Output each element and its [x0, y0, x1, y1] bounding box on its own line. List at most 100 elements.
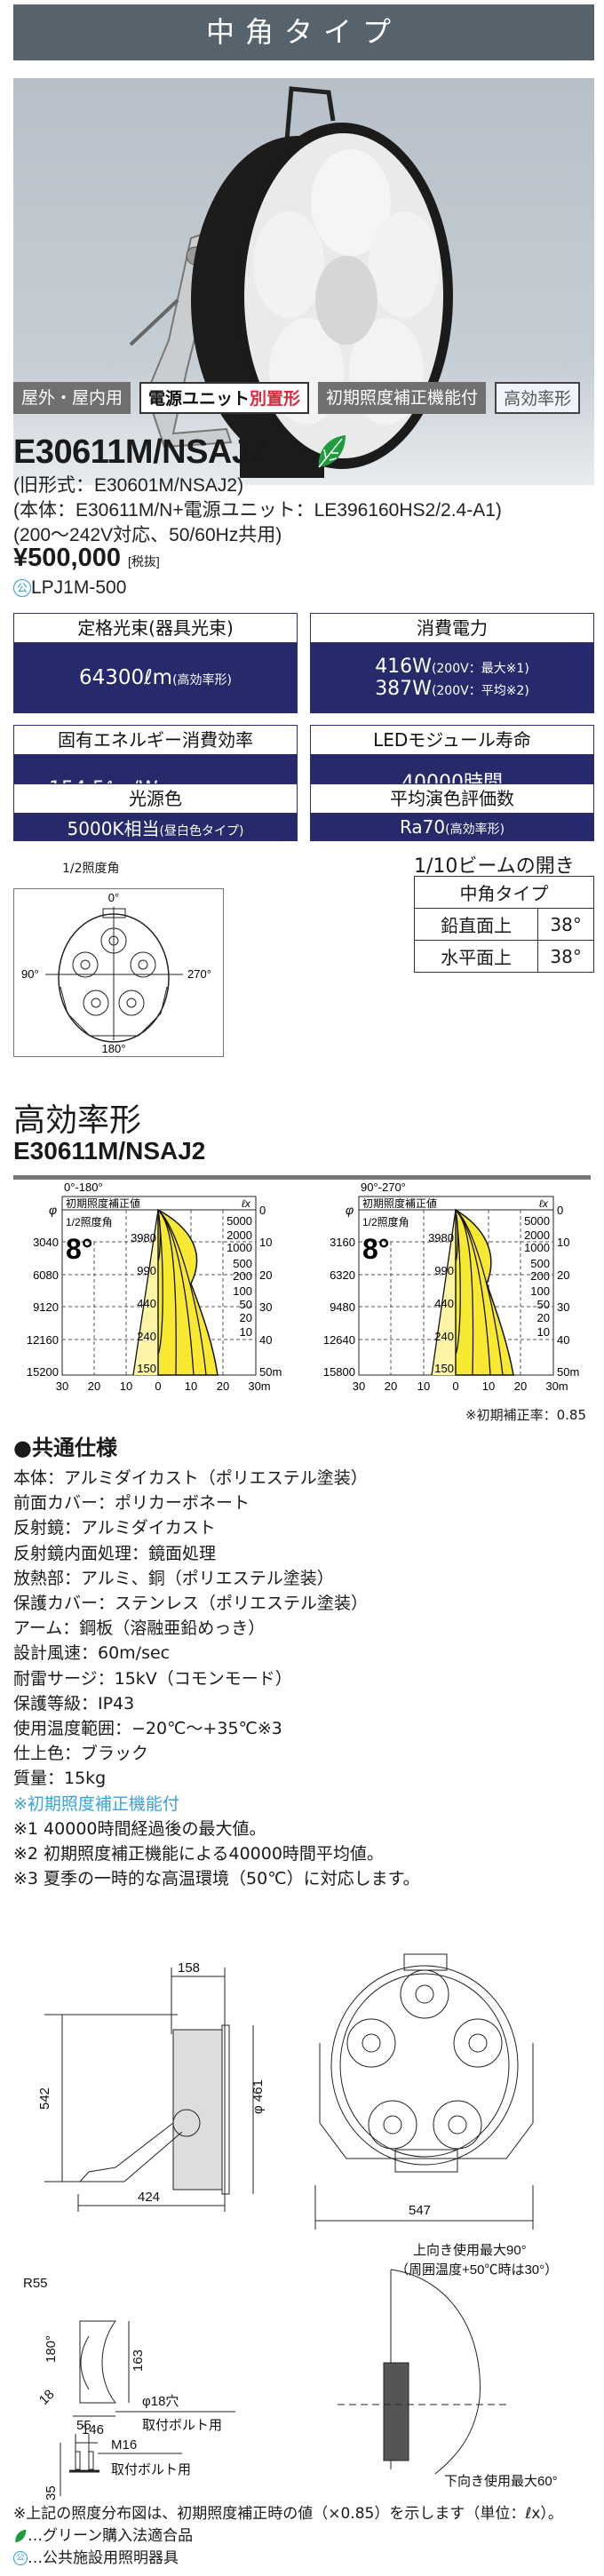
svg-text:20: 20: [240, 1311, 252, 1324]
svg-text:3040: 3040: [33, 1236, 59, 1249]
chart-title: 90°-270°: [361, 1181, 406, 1194]
tenth-beam-header: 中角タイプ: [414, 876, 594, 909]
spec-value: Ra70(高効率形): [311, 814, 593, 840]
tenth-beam-title: 1/10ビームの開き: [414, 855, 575, 878]
svg-text:990: 990: [137, 1264, 156, 1277]
svg-text:5000: 5000: [226, 1214, 252, 1228]
svg-text:20: 20: [88, 1379, 100, 1393]
chart-unit: ℓx: [539, 1197, 549, 1210]
svg-text:0: 0: [155, 1379, 161, 1393]
chart-unit: ℓx: [242, 1197, 251, 1210]
svg-text:40: 40: [259, 1333, 272, 1347]
spec-item: 反射鏡内面処理：鏡面処理: [13, 1543, 217, 1563]
svg-text:0: 0: [259, 1204, 266, 1217]
hole-note: 取付ボルト用: [142, 2418, 222, 2433]
svg-text:500: 500: [233, 1257, 252, 1270]
svg-text:240: 240: [137, 1330, 156, 1343]
half-angle-label: 1/2照度角: [362, 1215, 409, 1228]
svg-text:6080: 6080: [33, 1268, 59, 1282]
svg-text:240: 240: [434, 1330, 454, 1343]
svg-text:12640: 12640: [323, 1333, 355, 1347]
row-value: 38°: [537, 908, 594, 941]
power-avg: 387W: [375, 678, 432, 700]
svg-text:15200: 15200: [27, 1365, 59, 1379]
svg-text:20: 20: [259, 1268, 272, 1282]
spec-light-color: 光源色 5000K相当(昼白色タイプ): [13, 783, 298, 841]
dim-146: 146: [82, 2422, 104, 2437]
spec-label: LEDモジュール寿命: [311, 726, 593, 755]
dim-163: 163: [131, 2349, 146, 2372]
section-title: 高効率形: [13, 1101, 142, 1138]
badge-separate-power-unit: 電源ユニット別置形: [139, 382, 310, 414]
tilt-up-label: 上向き使用最大90°: [413, 2243, 527, 2258]
spec-value-note: (昼白色タイプ): [159, 823, 244, 839]
tilt-up-note: （周囲温度+50℃時は30°）: [395, 2262, 558, 2278]
row-value: 38°: [537, 940, 594, 973]
legend-public-text: …公共施設用照明器具: [28, 2549, 179, 2567]
price-value: ¥500,000: [13, 544, 121, 572]
spec-value-main: 5000K相当: [67, 817, 160, 839]
phi-symbol: φ: [49, 1203, 57, 1217]
spec-value-main: Ra70: [399, 816, 446, 838]
spec-item: 本体：アルミダイカスト（ポリエステル塗装）: [13, 1468, 368, 1488]
spec-item: 質量：15kg: [13, 1769, 107, 1789]
dim-hole: φ18穴: [142, 2394, 179, 2409]
svg-text:150: 150: [434, 1362, 454, 1375]
product-photo: [13, 78, 594, 485]
svg-text:2000: 2000: [524, 1228, 550, 1242]
svg-text:100: 100: [530, 1284, 550, 1298]
svg-text:10: 10: [557, 1236, 569, 1249]
svg-text:20: 20: [557, 1268, 569, 1282]
svg-text:30: 30: [353, 1379, 365, 1393]
spec-value-main: 64300ℓm: [78, 666, 173, 689]
spec-item: アーム：鋼板（溶融亜鉛めっき）: [13, 1618, 266, 1639]
svg-text:10: 10: [482, 1379, 495, 1393]
svg-text:12160: 12160: [27, 1333, 59, 1347]
legend-green-text: …グリーン購入法適合品: [28, 2527, 194, 2545]
spec-item: 設計風速：60m/sec: [13, 1643, 171, 1664]
dim-18: 18: [36, 2387, 58, 2408]
badge-power-unit-text: 電源ユニット: [148, 389, 250, 409]
spec-item: 使用温度範囲：−20℃〜+35℃※3: [13, 1719, 282, 1739]
badge-initial-correction: 初期照度補正機能付: [318, 382, 487, 414]
label-90deg: 90°: [21, 967, 39, 981]
badge-separate-text: 別置形: [250, 389, 301, 409]
svg-text:200: 200: [233, 1269, 252, 1283]
svg-text:50m: 50m: [557, 1365, 579, 1379]
distribution-note: ※上記の照度分布図は、初期照度補正時の値（×0.85）を示します（単位：ℓx）。: [13, 2505, 563, 2523]
phi-symbol: φ: [346, 1203, 354, 1217]
dim-m16: M16: [111, 2437, 137, 2453]
footer-notes: ※上記の照度分布図は、初期照度補正時の値（×0.85）を示します（単位：ℓx）。…: [13, 2503, 563, 2570]
spec-label: 平均演色評価数: [311, 784, 593, 814]
beam-orientation-diagram: 0° 90° 270° 180°: [13, 888, 224, 1057]
half-angle-value: 8°: [362, 1233, 390, 1265]
svg-text:20: 20: [385, 1379, 397, 1393]
svg-text:990: 990: [434, 1264, 454, 1277]
label-180deg: 180°: [102, 1042, 126, 1055]
bolt-drawing: 55 M16 取付ボルト用 35: [0, 2416, 266, 2508]
dim-180deg: 180°: [44, 2335, 59, 2363]
svg-text:100: 100: [233, 1284, 252, 1298]
svg-text:0: 0: [557, 1204, 563, 1217]
composition: (本体：E30611M/N+電源ユニット：LE396160HS2/2.4-A1): [13, 500, 502, 521]
spec-value: 416W(200V：最大※1) 387W(200V：平均※2): [311, 643, 593, 712]
spec-item: 耐雷サージ：15kV（コモンモード）: [13, 1668, 292, 1689]
spec-value-note: (高効率形): [445, 823, 505, 837]
section-model: E30611M/NSAJ2: [13, 1137, 206, 1165]
half-angle-label: 1/2照度角: [66, 1215, 113, 1228]
spec-item: 仕上色：ブラック: [13, 1744, 149, 1764]
common-specs-title: ●共通仕様: [13, 1435, 117, 1460]
svg-text:1000: 1000: [226, 1241, 252, 1254]
svg-text:50: 50: [240, 1298, 252, 1311]
svg-text:150: 150: [137, 1362, 156, 1375]
svg-text:15800: 15800: [323, 1365, 355, 1379]
chart-header: 初期照度補正値: [362, 1197, 437, 1210]
svg-text:440: 440: [434, 1297, 454, 1310]
half-angle-title: 1/2照度角: [62, 862, 120, 876]
feature-badges: 屋外・屋内用 電源ユニット別置形 初期照度補正機能付 高効率形: [13, 382, 581, 414]
spec-luminous-flux: 定格光束(器具光束) 64300ℓm(高効率形): [13, 613, 298, 713]
svg-text:30: 30: [557, 1300, 569, 1314]
floodlight-image: [129, 86, 453, 478]
